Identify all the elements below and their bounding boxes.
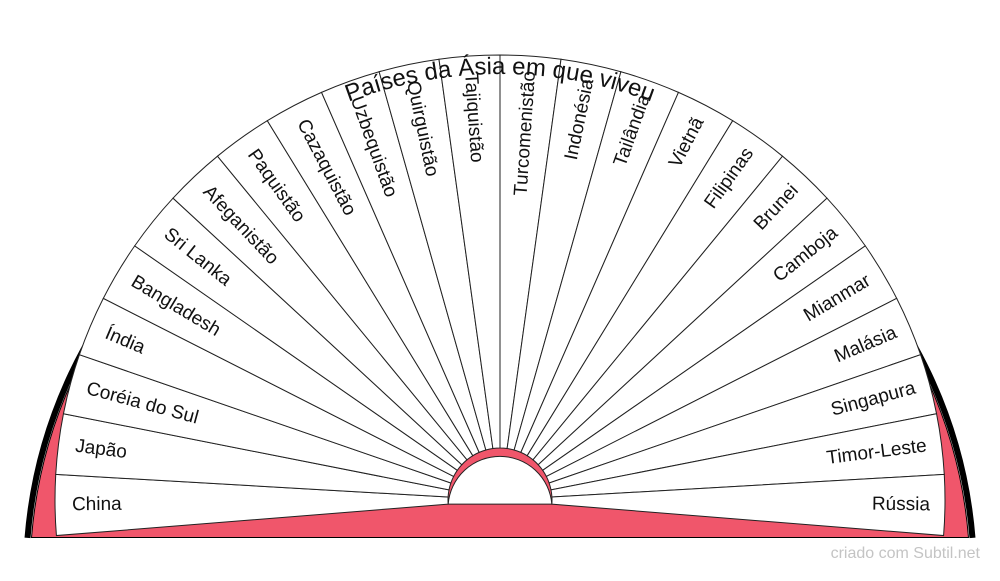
sector-label: Rússia (872, 494, 931, 516)
credit-text: criado com Subtil.net (830, 545, 980, 562)
sector-label: China (72, 494, 122, 516)
inner-hub (447, 455, 553, 505)
sector-23 (551, 473, 946, 537)
